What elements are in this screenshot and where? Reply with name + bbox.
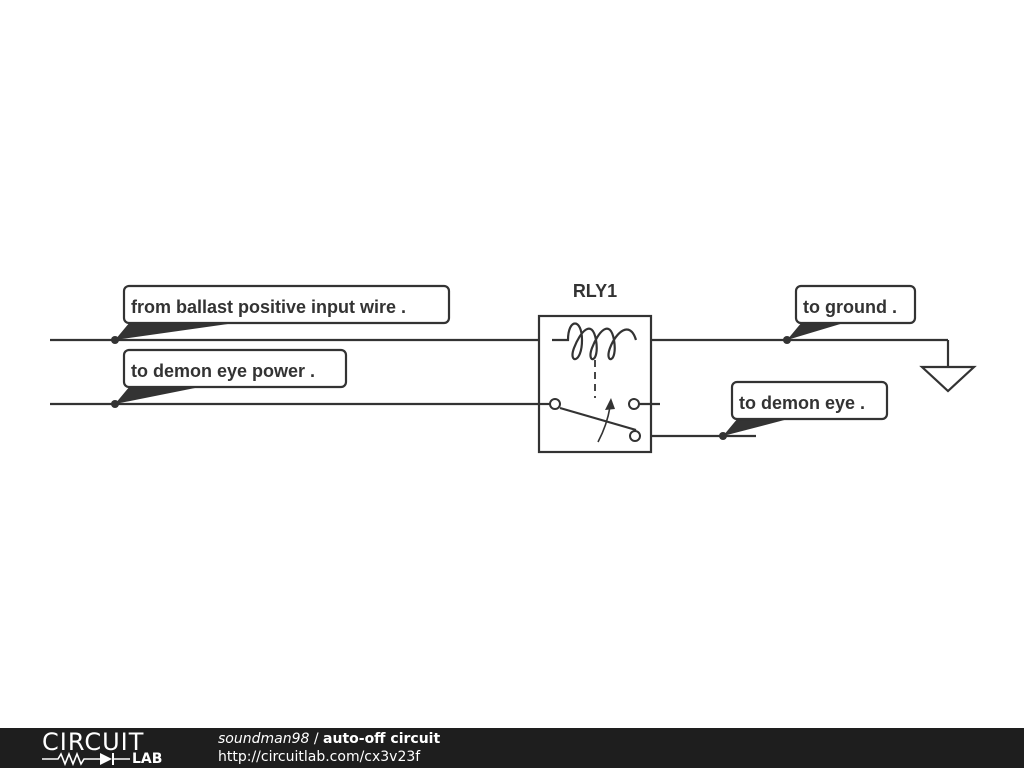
relay-coil (552, 322, 638, 361)
wires (50, 338, 950, 438)
author-name[interactable]: soundman98 (218, 731, 310, 747)
net-label-ground: to ground . (787, 284, 917, 340)
callout-pointer (115, 386, 205, 404)
circuit-url[interactable]: http://circuitlab.com/cx3v23f (218, 749, 421, 765)
callout-pointer (787, 322, 847, 340)
switch-common-terminal (549, 398, 561, 410)
net-label-eye: to demon eye . (723, 380, 889, 436)
relay-designator: RLY1 (573, 281, 617, 301)
logo-wordmark-top: CIRCUIT (42, 728, 145, 756)
callout-box (122, 348, 348, 389)
ground-symbol (919, 365, 977, 393)
switch-blade (559, 406, 637, 432)
switch-nc-terminal (629, 430, 641, 442)
net-label-text: from ballast positive input wire . (131, 297, 406, 317)
net-label-text: to demon eye power . (131, 361, 315, 381)
net-label-text: to demon eye . (739, 393, 865, 413)
circuit-byline: soundman98 / auto-off circuit (218, 730, 440, 748)
switch-action-arrow (597, 406, 611, 443)
circuit-info: soundman98 / auto-off circuit http://cir… (218, 730, 440, 766)
net-label-text: to ground . (803, 297, 897, 317)
switch-no-terminal (628, 398, 640, 410)
net-label-ballast: from ballast positive input wire . (115, 284, 451, 340)
callout-pointer (723, 418, 792, 436)
footer-bar: CIRCUIT LAB soundman98 / auto-off circui… (0, 728, 1024, 768)
net-label-power: to demon eye power . (115, 348, 348, 404)
circuitlab-logo[interactable]: CIRCUIT LAB (42, 730, 178, 766)
byline-separator: / (309, 731, 324, 747)
circuit-title[interactable]: auto-off circuit (323, 731, 441, 747)
callout-box (730, 380, 889, 421)
schematic-canvas: RLY1 from ballast positive input wire . … (50, 281, 977, 454)
logo-resistor-diode-icon (42, 752, 130, 766)
callout-box (794, 284, 917, 325)
switch-arrow-head (605, 398, 615, 410)
relay-rly1: RLY1 (537, 281, 660, 454)
callout-pointer (115, 322, 242, 340)
logo-wordmark-bottom: LAB (132, 751, 163, 767)
callout-box (122, 284, 451, 325)
